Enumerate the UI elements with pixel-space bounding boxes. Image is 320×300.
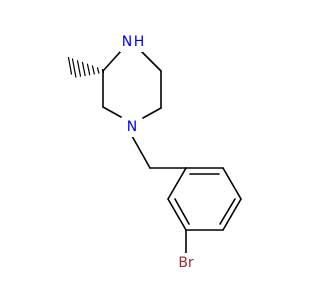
atom-nh-hydrogen: H bbox=[134, 34, 145, 50]
hash-1 bbox=[101, 68, 105, 74]
bond-ar-3-4 bbox=[222, 198, 242, 231]
atom-br-symbol: Br bbox=[178, 255, 194, 271]
hash-2 bbox=[96, 67, 100, 74]
atom-br: Br bbox=[174, 253, 198, 273]
bond-n-ch2 bbox=[131, 135, 151, 169]
bond-c-stereo-nh bbox=[102, 50, 122, 72]
bond-ar-2-3 bbox=[222, 167, 242, 200]
benzene-ring bbox=[167, 167, 242, 231]
bond-c-ring-right-n bbox=[142, 107, 162, 119]
hash-5 bbox=[81, 61, 86, 77]
bond-ar-6-1 bbox=[167, 167, 187, 200]
molecule-diagram: N H N Br bbox=[67, 32, 242, 273]
bond-ar-5-6 bbox=[167, 198, 187, 231]
atom-nh: N H bbox=[120, 32, 146, 52]
atom-nh-symbol: N bbox=[122, 34, 132, 50]
atom-n-symbol: N bbox=[127, 119, 137, 135]
hash-7 bbox=[71, 58, 77, 78]
double-bond-inner-left bbox=[174, 198, 190, 225]
bond-n-c-ring-bottom-left bbox=[102, 106, 122, 118]
stereo-hashed-wedge bbox=[67, 56, 105, 78]
piperazine-ring bbox=[102, 50, 162, 119]
hash-3 bbox=[91, 65, 95, 75]
hash-4 bbox=[86, 63, 91, 76]
double-bond-inner-right bbox=[219, 198, 236, 225]
hash-6 bbox=[76, 60, 82, 77]
bond-nh-c-ring-top-right bbox=[140, 50, 162, 72]
atom-n: N bbox=[124, 117, 140, 137]
hash-8 bbox=[67, 56, 73, 75]
